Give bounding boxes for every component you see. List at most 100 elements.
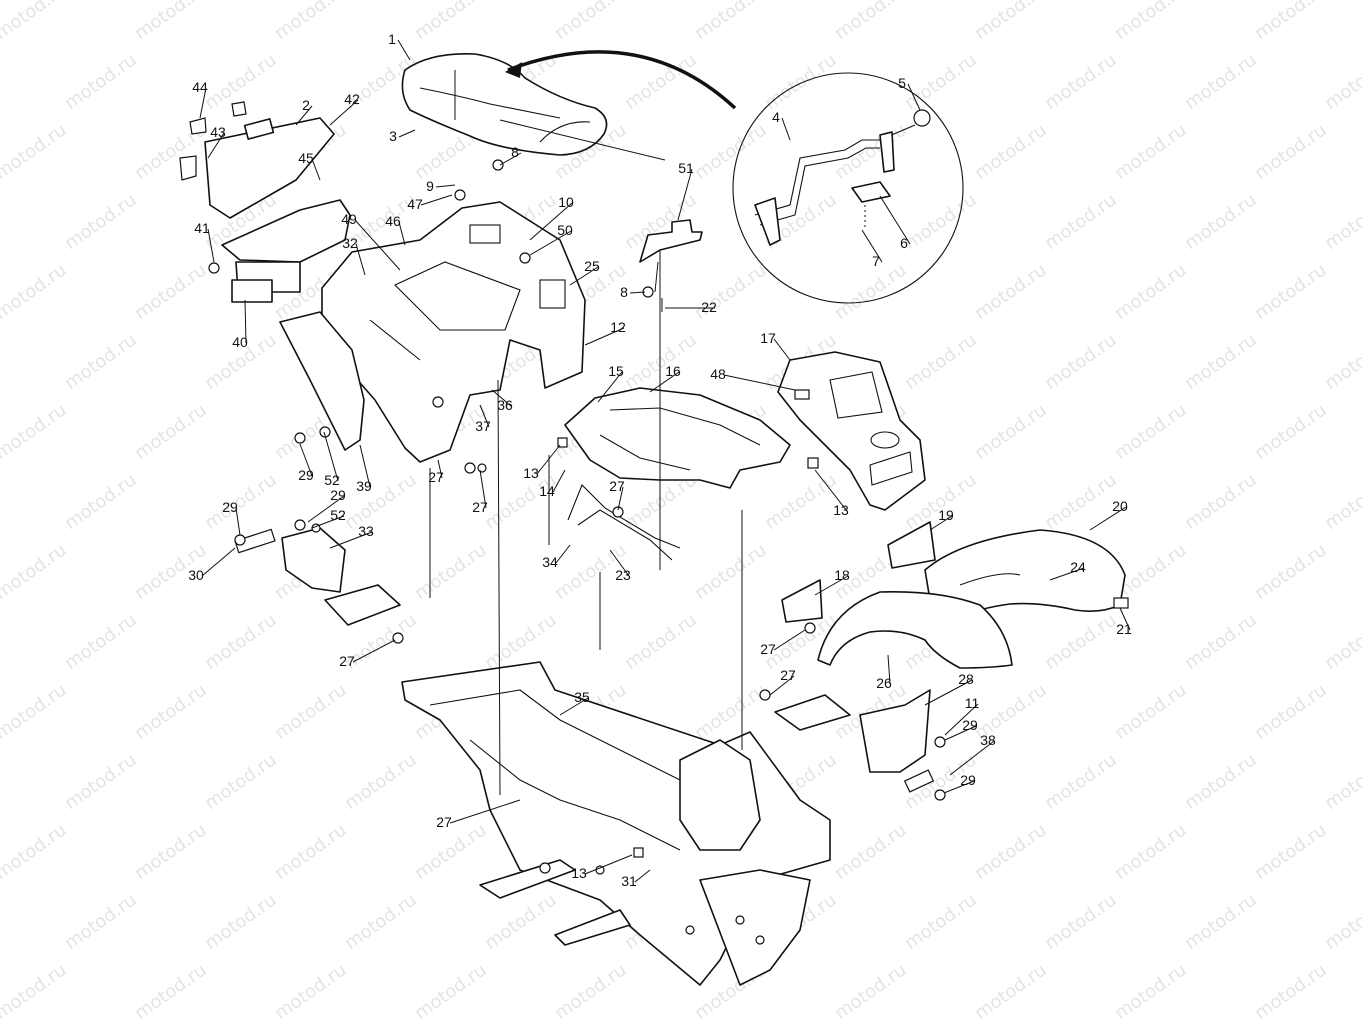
callout-leader <box>879 195 911 245</box>
callout-leader <box>499 152 522 166</box>
callout-leader <box>295 105 313 126</box>
callout-label: 49 <box>341 211 357 227</box>
callout-leader <box>769 675 795 696</box>
watermark-text: motod.ru <box>831 0 911 44</box>
callout-leader <box>949 740 995 776</box>
callout-leader <box>479 404 490 428</box>
watermark-text: motod.ru <box>341 750 421 815</box>
callout-leader <box>354 219 401 271</box>
watermark-text: motod.ru <box>131 260 211 325</box>
callout-leader <box>861 229 883 263</box>
callout-label: 46 <box>385 213 401 229</box>
callout-leader <box>569 266 599 286</box>
callout-leader <box>244 299 247 344</box>
watermark-text: motod.ru <box>341 890 421 955</box>
callout-leader <box>773 338 791 361</box>
watermark-text: motod.ru <box>1251 120 1331 185</box>
watermark-text: motod.ru <box>0 960 71 1022</box>
callout-label: 1 <box>388 31 396 47</box>
watermark-text: motod.ru <box>61 750 141 815</box>
watermark-text: motod.ru <box>831 820 911 885</box>
callout-label: 36 <box>497 397 513 413</box>
callout-label: 27 <box>760 641 776 657</box>
callout-leader <box>559 697 589 716</box>
callout-label: 48 <box>710 366 726 382</box>
watermark-text: motod.ru <box>1181 890 1261 955</box>
watermark-text: motod.ru <box>0 0 71 44</box>
callout-label: 40 <box>232 334 248 350</box>
watermark-text: motod.ru <box>1181 470 1261 535</box>
callout-label: 19 <box>938 507 954 523</box>
seat-bracket <box>639 219 703 263</box>
watermark-text: motod.ru <box>761 50 841 115</box>
watermark-text: motod.ru <box>1041 330 1121 395</box>
watermark-text: motod.ru <box>1321 190 1362 255</box>
callout-label: 27 <box>428 469 444 485</box>
watermark-text: motod.ru <box>1111 960 1191 1022</box>
watermark-text: motod.ru <box>1041 190 1121 255</box>
callout-label: 35 <box>574 689 590 705</box>
front-fender-left <box>817 590 1013 669</box>
storage-box <box>179 101 351 303</box>
watermark-text: motod.ru <box>61 470 141 535</box>
watermark-text: motod.ru <box>1041 750 1121 815</box>
rod-34 <box>567 484 681 549</box>
callout-leader <box>491 389 512 407</box>
callout-label: 28 <box>958 671 974 687</box>
callout-label: 27 <box>339 653 355 669</box>
callout-label: 42 <box>344 91 360 107</box>
watermark-text: motod.ru <box>1111 0 1191 44</box>
footrest-right <box>774 694 851 731</box>
callout-leader <box>352 639 396 663</box>
callout-label: 26 <box>876 675 892 691</box>
watermark-text: motod.ru <box>0 680 71 745</box>
watermark-text: motod.ru <box>1111 400 1191 465</box>
callout-label: 24 <box>1070 559 1086 575</box>
watermark-text: motod.ru <box>1251 0 1331 44</box>
watermark-text: motod.ru <box>1251 680 1331 745</box>
watermark-text: motod.ru <box>61 50 141 115</box>
callout-label: 29 <box>962 717 978 733</box>
callout-label: 9 <box>426 178 434 194</box>
callout-leader <box>609 549 630 577</box>
watermark-text: motod.ru <box>271 820 351 885</box>
watermark-text: motod.ru <box>831 960 911 1022</box>
rear-fender <box>321 201 586 463</box>
callout-leader <box>479 469 487 509</box>
watermark-text: motod.ru <box>1321 50 1362 115</box>
watermark-text: motod.ru <box>271 960 351 1022</box>
watermark-text: motod.ru <box>131 820 211 885</box>
callout-leader <box>677 168 693 221</box>
callout-label: 5 <box>898 75 906 91</box>
callout-leader <box>355 243 366 276</box>
callout-leader <box>437 459 443 479</box>
callout-leader <box>944 725 977 741</box>
watermark-text: motod.ru <box>551 0 631 44</box>
watermark-text: motod.ru <box>131 0 211 44</box>
callout-leader <box>329 99 359 126</box>
callout-leader <box>907 83 921 111</box>
callout-leader <box>1049 567 1085 581</box>
callout-label: 51 <box>678 160 694 176</box>
front-dash <box>564 387 791 489</box>
watermark-text: motod.ru <box>1321 610 1362 675</box>
callout-leader <box>1089 506 1127 531</box>
console <box>777 351 926 511</box>
watermark-text: motod.ru <box>691 680 771 745</box>
watermark-text: motod.ru <box>0 120 71 185</box>
callout-leader <box>634 869 651 883</box>
callout-label: 27 <box>780 667 796 683</box>
watermark-text: motod.ru <box>1181 190 1261 255</box>
callout-leader <box>449 799 521 824</box>
callout-leader <box>207 132 225 159</box>
watermark-text: motod.ru <box>1111 680 1191 745</box>
callout-leader <box>814 469 848 512</box>
callout-leader <box>617 486 624 511</box>
watermark-text: motod.ru <box>1251 540 1331 605</box>
callout-leader <box>235 507 241 536</box>
callout-leader <box>723 374 796 391</box>
watermark-text: motod.ru <box>1251 820 1331 885</box>
callout-leader <box>397 39 411 61</box>
watermark-text: motod.ru <box>691 540 771 605</box>
